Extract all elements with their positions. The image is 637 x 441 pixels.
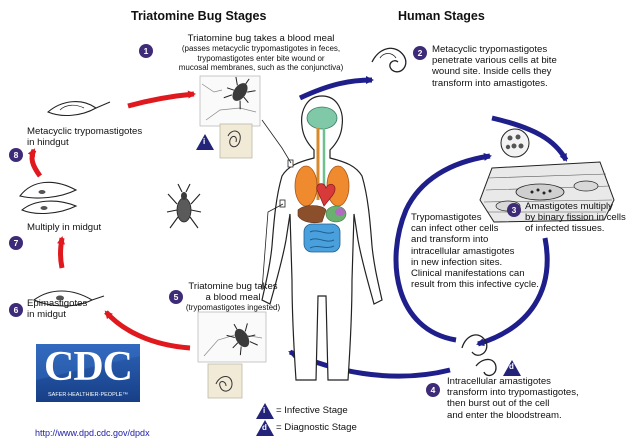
trypomastigote-inset-panel: [207, 363, 243, 399]
arrow-6-to-7: [57, 236, 65, 269]
stage-6-label: Epimastigotes in midgut: [27, 298, 88, 321]
infective-stage-marker: [196, 134, 214, 150]
stage-2-label: Metacyclic trypomastigotes penetrate var…: [432, 44, 557, 89]
stage-5-label: Triatomine bug takes a blood meal (trypo…: [185, 281, 281, 313]
arrow-8-to-1: [127, 90, 196, 109]
lung-left: [294, 165, 318, 207]
arrow-5-to-6: [104, 310, 191, 351]
infective-marker-letter: i: [203, 137, 206, 146]
stage-2-badge: 2: [413, 46, 427, 60]
heart-organ: [316, 183, 336, 207]
cdc-logo-tagline: SAFER·HEALTHIER·PEOPLE™: [48, 392, 128, 398]
bite-inset-panel: [199, 75, 261, 127]
source-url-link[interactable]: http://www.dpd.cdc.gov/dpdx: [35, 428, 150, 438]
legend-infective-letter: i: [263, 406, 266, 415]
stage-7-badge: 7: [9, 236, 23, 250]
intestines-organ: [303, 223, 341, 253]
blood-meal-inset-panel: [197, 311, 267, 363]
stage-6-badge: 6: [9, 303, 23, 317]
amastigote-cell-icon: [500, 128, 530, 158]
stage-4-label: Intracellular amastigotes transform into…: [447, 376, 579, 421]
stage-3-badge: 3: [507, 203, 521, 217]
stage-3-label: Amastigotes multiply by binary fission i…: [525, 201, 626, 235]
legend-infective-label: = Infective Stage: [276, 405, 348, 416]
liver-organ: [297, 205, 327, 224]
arrow-3-to-4: [476, 237, 550, 347]
stage-1-badge: 1: [139, 44, 153, 58]
bloodstream-trypomastigotes-icon: [461, 334, 497, 377]
legend-diagnostic-letter: d: [262, 423, 267, 432]
reinfection-cycle-text: Trypomastigotes can infect other cells a…: [411, 212, 539, 291]
arrow-reinfection-loop: [393, 152, 492, 343]
cdc-logo: [36, 344, 140, 402]
triatomine-bug-icon: [223, 76, 256, 110]
legend-infective-icon: [256, 403, 274, 419]
human-stages-header: Human Stages: [398, 9, 485, 23]
triatomine-bug-illustration: [166, 183, 202, 229]
arrow-1-to-2: [298, 76, 374, 101]
stage-5-badge: 5: [169, 290, 183, 304]
arrow-7-to-8: [27, 148, 43, 178]
human-figure: [261, 95, 383, 381]
triatomine-stages-header: Triatomine Bug Stages: [131, 9, 267, 23]
stage-7-label: Multiply in midgut: [27, 222, 102, 233]
arrow-2-to-3: [491, 115, 569, 162]
feces-inset-panel: [219, 123, 253, 159]
legend-diagnostic-label: = Diagnostic Stage: [276, 422, 357, 433]
stage-4-badge: 4: [426, 383, 440, 397]
trypomastigote-icon: [371, 47, 407, 73]
diagnostic-marker-letter: d: [509, 362, 514, 371]
legend-diagnostic-icon: [256, 420, 274, 436]
stage-8-label: Metacyclic trypomastigotes in hindgut: [27, 126, 143, 149]
diagnostic-stage-marker: [503, 360, 521, 376]
epimastigote-icon: [32, 290, 105, 307]
dividing-epimastigote-icon: [19, 181, 78, 215]
stage-8-badge: 8: [9, 148, 23, 162]
metacyclic-trypomastigote-icon: [46, 101, 111, 117]
brain-organ: [306, 106, 338, 130]
stage-1-label: Triatomine bug takes a blood meal (passe…: [178, 33, 344, 73]
cdc-logo-text: CDC: [44, 344, 133, 390]
